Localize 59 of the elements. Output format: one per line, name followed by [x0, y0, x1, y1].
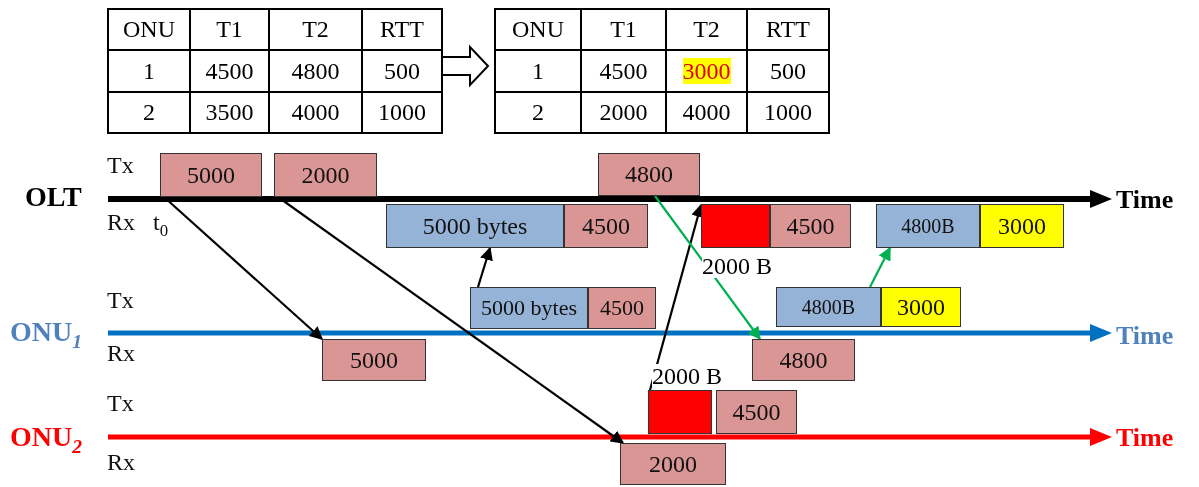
packet-box: 4800B: [776, 287, 881, 327]
table-cell: 1: [108, 50, 190, 92]
table-cell: 3500: [190, 92, 269, 133]
table-cell: 4500: [581, 50, 666, 92]
packet-box: 4500: [716, 390, 797, 434]
table-cell: 1000: [362, 92, 442, 133]
axis-label: Time: [1116, 323, 1174, 349]
table-cell: T1: [190, 9, 269, 50]
packet-box: 2000: [620, 443, 726, 485]
channel-label: Rx: [107, 450, 135, 474]
table-cell: 2: [495, 92, 581, 133]
table-cell: ONU: [495, 9, 581, 50]
node-name: ONU$_{1}$: [10, 318, 83, 352]
arrow: [654, 195, 761, 341]
table-cell: 500: [747, 50, 829, 92]
channel-label: Tx: [107, 288, 134, 312]
table-cell: RTT: [747, 9, 829, 50]
channel-label: Rx: [107, 341, 135, 365]
packet-box: 4800: [598, 153, 700, 196]
arrow: [476, 246, 493, 288]
packet-box: 4500: [564, 204, 648, 248]
node-name: ONU$_{2}$: [10, 423, 83, 457]
axis-label: Time: [1116, 425, 1174, 451]
table-cell: 1000: [747, 92, 829, 133]
packet-box: 4500: [770, 204, 851, 248]
packet-box: 3000: [980, 204, 1064, 248]
table-cell: RTT: [362, 9, 442, 50]
packet-box: 4800: [752, 339, 855, 381]
packet-box: 3000: [881, 287, 961, 327]
arrow: [869, 246, 891, 288]
packet-box: 4500: [588, 287, 656, 329]
table-cell: 4000: [269, 92, 362, 133]
table-cell: T1: [581, 9, 666, 50]
packet-box: 2000: [274, 153, 377, 197]
table-cell: 500: [362, 50, 442, 92]
table-cell: 4500: [190, 50, 269, 92]
packet-box: 5000: [160, 153, 262, 197]
channel-label: Rx: [107, 210, 135, 234]
table-cell: 2: [108, 92, 190, 133]
table-cell: 4000: [666, 92, 747, 133]
table-cell: 1: [495, 50, 581, 92]
table-cell: 4800: [269, 50, 362, 92]
highlighted-value: 3000: [682, 57, 731, 84]
channel-label: Tx: [107, 153, 134, 177]
size-label: 2000 B: [652, 364, 722, 388]
channel-label: Tx: [107, 391, 134, 415]
table-cell: T2: [269, 9, 362, 50]
packet-box: [648, 390, 712, 434]
packet-box: [701, 204, 770, 248]
packet-box: 5000 bytes: [386, 204, 564, 248]
table-cell: T2: [666, 9, 747, 50]
axis-label: Time: [1116, 187, 1174, 213]
node-name: OLT: [25, 183, 82, 211]
packet-box: 5000 bytes: [470, 287, 588, 329]
table-cell: 2000: [581, 92, 666, 133]
time-marker: t$_{0}$: [153, 210, 169, 240]
table-cell: ONU: [108, 9, 190, 50]
packet-box: 4800B: [876, 204, 980, 248]
packet-box: 5000: [322, 339, 426, 381]
